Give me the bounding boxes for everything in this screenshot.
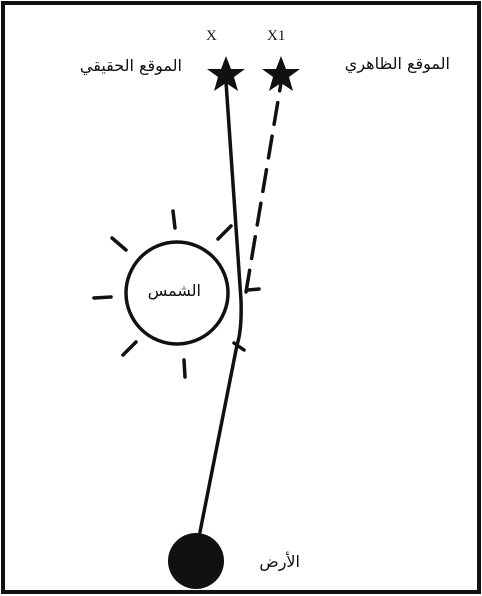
apparent-position-label: الموقع الظاهري (345, 54, 450, 73)
earth-icon (168, 533, 224, 589)
sun-label: الشمس (148, 281, 201, 300)
star-x1-label: X1 (267, 28, 285, 45)
star-x-label: X (206, 28, 217, 45)
true-light-path (200, 82, 241, 532)
earth-label: الأرض (259, 552, 300, 571)
true-position-label: الموقع الحقيقي (80, 56, 182, 75)
apparent-light-path (246, 83, 281, 292)
